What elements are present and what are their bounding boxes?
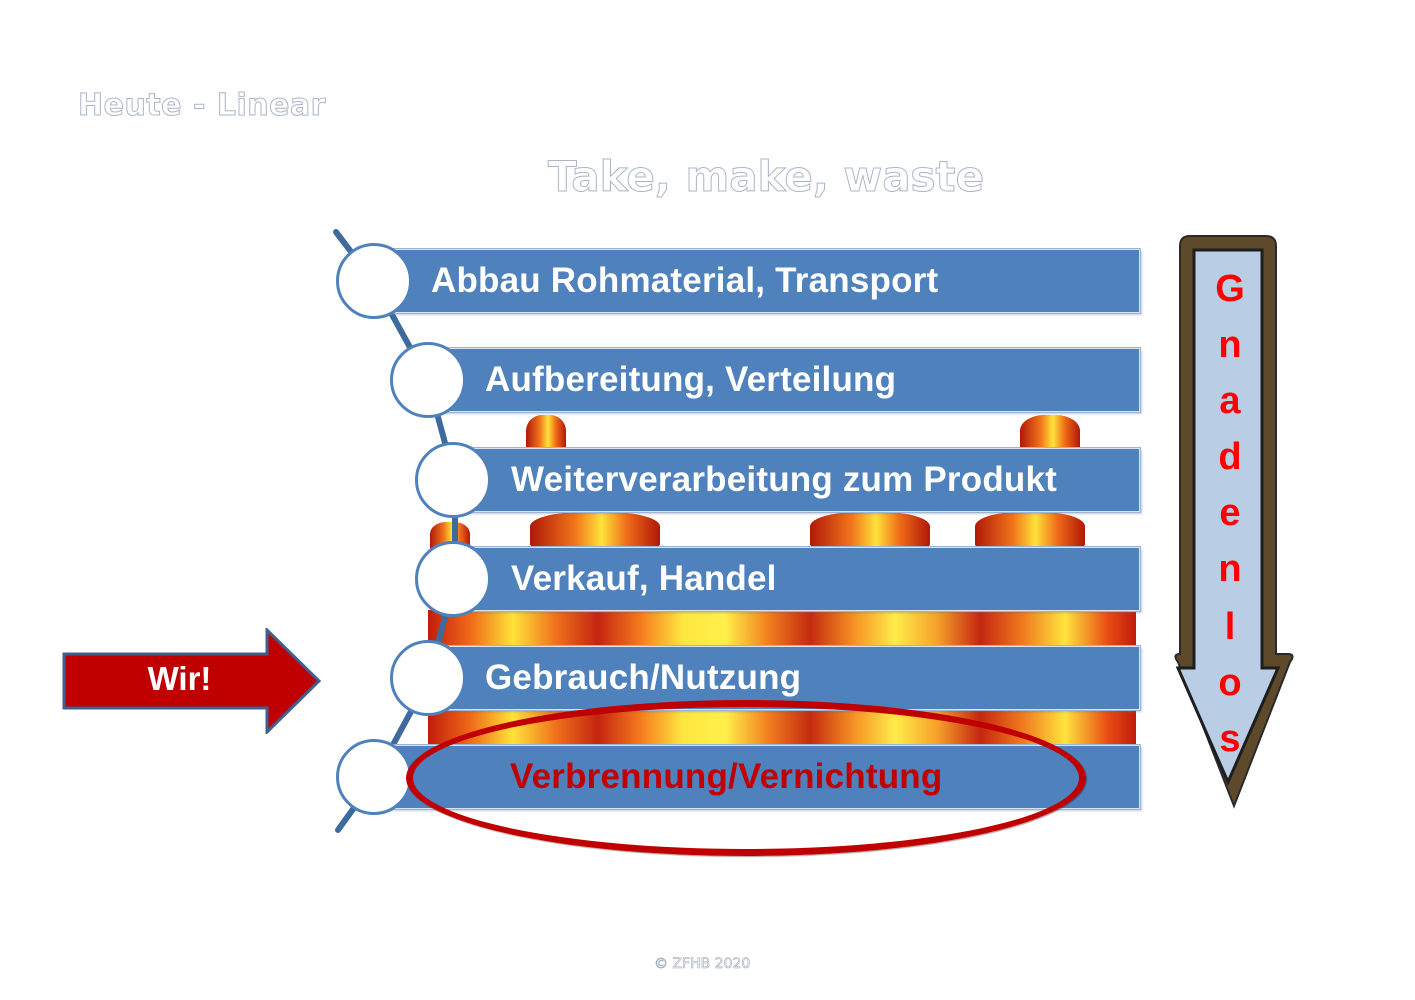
wir-label: Wir!: [147, 660, 212, 697]
vertical-letter: e: [1219, 492, 1241, 534]
step-bar: Gebrauch/Nutzung: [428, 646, 1140, 710]
step-circle: [415, 442, 491, 518]
step-bar: Abbau Rohmaterial, Transport: [374, 249, 1140, 313]
step-circle: [415, 541, 491, 617]
slogan-heading: Take, make, waste: [547, 152, 985, 202]
step-bar: Weiterverarbeitung zum Produkt: [455, 448, 1140, 512]
vertical-letter: n: [1218, 324, 1242, 366]
vertical-letter: a: [1219, 380, 1241, 422]
step-label: Gebrauch/Nutzung: [485, 658, 802, 697]
vertical-letter: d: [1218, 436, 1242, 478]
vertical-letter: n: [1218, 548, 1242, 590]
step-circle: [336, 243, 412, 319]
down-arrow-icon: [1174, 235, 1294, 809]
step-circle: [390, 640, 466, 716]
step-label: Weiterverarbeitung zum Produkt: [511, 460, 1058, 499]
highlight-ellipse: [406, 700, 1086, 856]
vertical-letter: s: [1219, 718, 1241, 760]
step-label: Verkauf, Handel: [511, 559, 777, 598]
wir-arrow-icon: [62, 628, 322, 734]
section-title: Heute - Linear: [78, 88, 326, 124]
step-label: Aufbereitung, Verteilung: [485, 360, 897, 399]
copyright-notice: © ZFHB 2020: [654, 956, 751, 973]
vertical-letter: G: [1215, 268, 1245, 310]
step-circle: [336, 739, 412, 815]
step-bar: Verkauf, Handel: [455, 547, 1140, 611]
vertical-letter: o: [1218, 662, 1242, 704]
step-label: Abbau Rohmaterial, Transport: [431, 261, 939, 300]
step-circle: [390, 342, 466, 418]
step-bar: Aufbereitung, Verteilung: [428, 348, 1140, 412]
vertical-letter: l: [1224, 606, 1236, 648]
